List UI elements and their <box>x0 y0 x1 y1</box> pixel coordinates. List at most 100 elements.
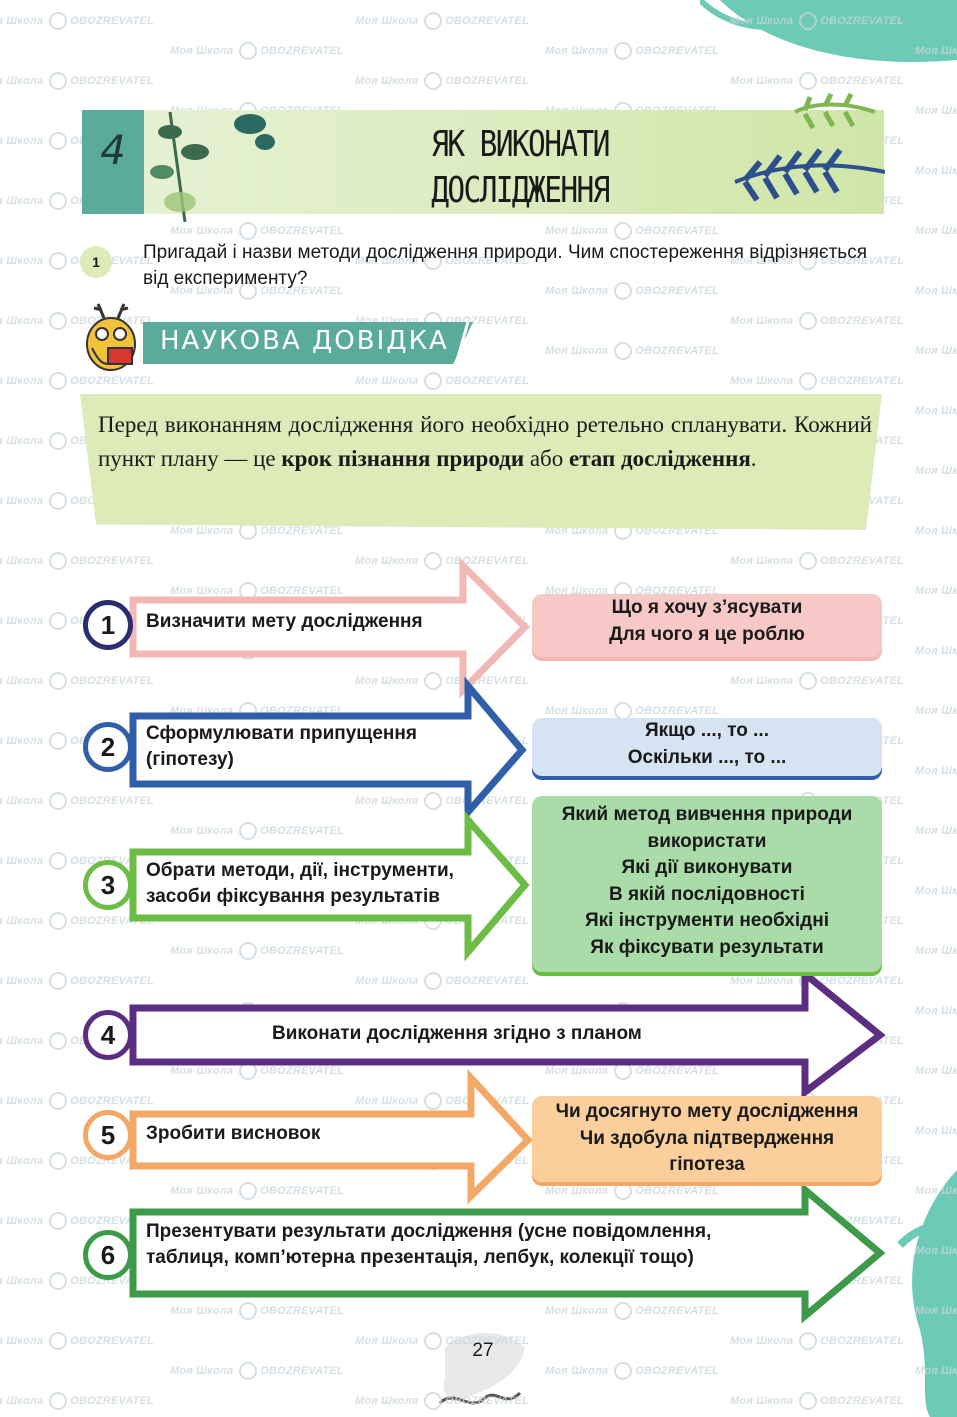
watermark-left: Моя Школа <box>355 554 419 567</box>
watermark-left: Моя Школа <box>170 1364 234 1377</box>
watermark-left: Моя Школа <box>915 1364 957 1377</box>
watermark-logo-icon <box>49 732 68 750</box>
watermark-left: Моя Школа <box>0 134 44 147</box>
watermark-logo-icon <box>614 222 633 240</box>
badge-label: НАУКОВА ДОВІДКА <box>160 326 449 356</box>
watermark-left: Моя Школа <box>915 1004 957 1017</box>
watermark-logo-icon <box>424 252 443 270</box>
watermark-right: OBOZREVATEL <box>635 584 719 597</box>
watermark-left: Моя Школа <box>0 734 44 747</box>
watermark-logo-icon <box>614 42 633 60</box>
watermark-left: Моя Школа <box>355 794 419 807</box>
step-2-number: 2 <box>83 722 133 772</box>
watermark-logo-icon <box>49 1392 68 1410</box>
page-title-line2: ДОСЛІДЖЕННЯ <box>431 170 610 211</box>
watermark-right: OBOZREVATEL <box>260 44 344 57</box>
page-title-line1: ЯК ВИКОНАТИ <box>431 124 610 165</box>
step-6-label-line: Презентувати результати дослідження (усн… <box>146 1221 712 1242</box>
watermark-right: OBOZREVATEL <box>820 554 904 567</box>
watermark-left: Моя Школа <box>915 464 957 477</box>
watermark-left: Моя Школа <box>170 44 234 57</box>
watermark-left: Моя Школа <box>0 554 44 567</box>
note-bold-step: крок пізнання природи <box>281 446 525 471</box>
watermark-logo-icon <box>49 72 68 90</box>
watermark-left: Моя Школа <box>915 1184 957 1197</box>
step-2-prompt-box: Якщо ..., то ... Оскільки ..., то ... <box>532 718 882 776</box>
watermark-left: Моя Школа <box>0 1154 44 1167</box>
watermark-left: Моя Школа <box>170 1304 234 1317</box>
watermark-right: OBOZREVATEL <box>820 974 904 987</box>
watermark-logo-icon <box>49 372 68 390</box>
watermark-left: Моя Школа <box>915 104 957 117</box>
watermark-logo-icon <box>424 672 443 690</box>
watermark-left: Моя Школа <box>355 974 419 987</box>
watermark-left: Моя Школа <box>730 74 794 87</box>
watermark-left: Моя Школа <box>915 644 957 657</box>
watermark-right: OBOZREVATEL <box>70 1394 154 1407</box>
leaf-decoration-right <box>734 92 885 202</box>
watermark-right: OBOZREVATEL <box>635 1184 719 1197</box>
watermark-left: Моя Школа <box>915 404 957 417</box>
watermark-right: OBOZREVATEL <box>635 224 719 237</box>
watermark-logo-icon <box>614 1302 633 1320</box>
watermark-right: OBOZREVATEL <box>445 1394 529 1407</box>
watermark-left: Моя Школа <box>545 1304 609 1317</box>
step-5-prompt-box: Чи досягнуто мету дослідження Чи здобула… <box>532 1096 882 1182</box>
watermark-left: Моя Школа <box>0 674 44 687</box>
watermark-left: Моя Школа <box>730 374 794 387</box>
watermark-logo-icon <box>49 912 68 930</box>
watermark-left: Моя Школа <box>0 1214 44 1227</box>
watermark-right: OBOZREVATEL <box>820 74 904 87</box>
step-4-arrow <box>129 966 886 1100</box>
watermark-logo-icon <box>424 372 443 390</box>
step-6-label: Презентувати результати дослідження (усн… <box>146 1219 711 1271</box>
watermark-right: OBOZREVATEL <box>70 974 154 987</box>
watermark-left: Моя Школа <box>915 164 957 177</box>
watermark-left: Моя Школа <box>915 584 957 597</box>
watermark-left: Моя Школа <box>730 674 794 687</box>
step-2-label-line: Сформулювати припущення <box>146 723 417 744</box>
watermark-right: OBOZREVATEL <box>260 584 344 597</box>
watermark-left: Моя Школа <box>545 284 609 297</box>
watermark-left: Моя Школа <box>915 1124 957 1137</box>
leaf-decoration-left <box>150 111 275 223</box>
chapter-tab <box>82 110 144 214</box>
watermark-left: Моя Школа <box>170 1184 234 1197</box>
note-text-part3: . <box>750 446 757 471</box>
step-2-arrow <box>129 676 527 822</box>
watermark-right: OBOZREVATEL <box>820 374 904 387</box>
watermark-logo-icon <box>799 552 818 570</box>
watermark-logo-icon <box>239 222 258 240</box>
watermark-logo-icon <box>799 72 818 90</box>
watermark-left: Моя Школа <box>915 284 957 297</box>
watermark-right: OBOZREVATEL <box>70 74 154 87</box>
watermark-left: Моя Школа <box>730 1334 794 1347</box>
step-1-label: Визначити мету дослідження <box>146 611 423 632</box>
watermark-logo-icon <box>424 1092 443 1110</box>
